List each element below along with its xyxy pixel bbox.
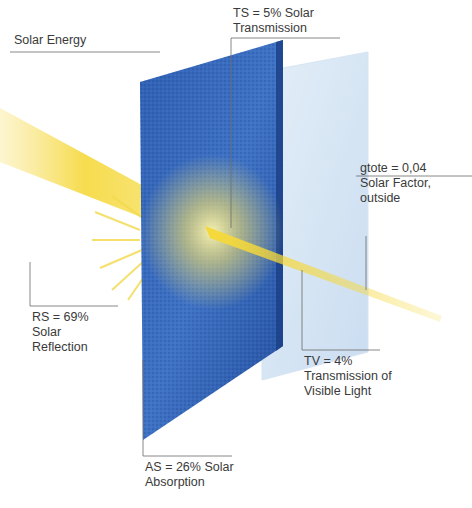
pane-texture [140,40,283,440]
callout-label: TS = 5% Solar Transmission [233,6,348,36]
callout-label: TV = 4% Transmission of Visible Light [304,354,404,399]
input-label: Solar Energy [14,33,154,48]
leader-lines [10,38,472,456]
callout-label: AS = 26% Solar Absorption [145,460,255,490]
pane-edge [276,40,283,351]
coated-pane [140,40,283,440]
transmitted-beam [205,226,442,322]
callout-label: RS = 69% Solar Reflection [32,310,112,355]
callout-label: gtote = 0,04 Solar Factor, outside [360,161,444,206]
